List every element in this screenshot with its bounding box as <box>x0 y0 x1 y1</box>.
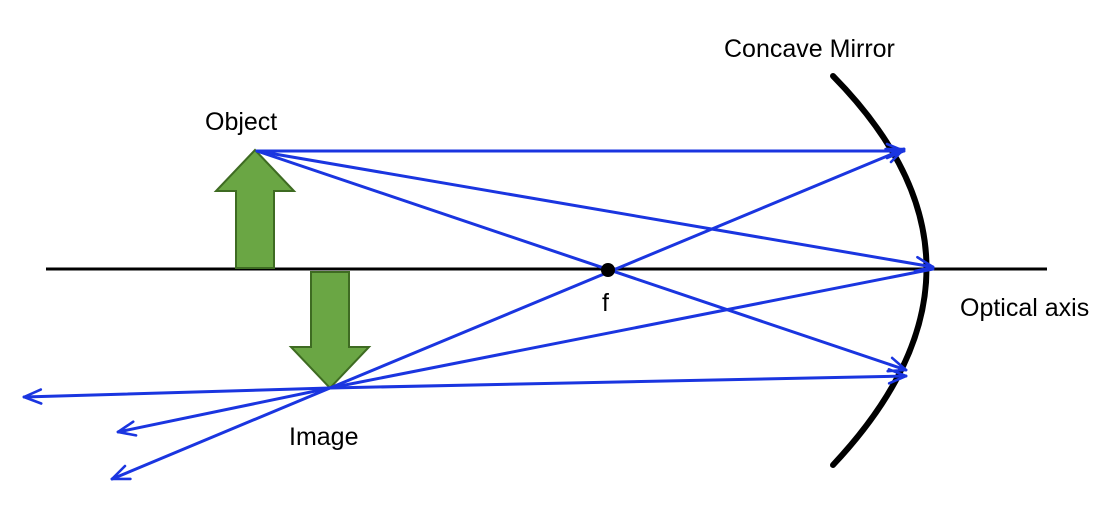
ray-vertex-reflected <box>328 267 935 390</box>
image-arrow <box>288 271 372 390</box>
ray-through-focus-incident <box>255 149 908 370</box>
ray-continuation-2 <box>116 386 332 432</box>
ray-to-vertex-incident <box>255 149 935 267</box>
image-label: Image <box>289 423 358 451</box>
ray-parallel-reflected <box>328 376 908 390</box>
object-arrow <box>213 148 297 269</box>
focal-point-label: f <box>602 289 609 317</box>
focal-point-dot <box>601 263 615 277</box>
ray-continuation-3 <box>110 386 332 481</box>
object-label: Object <box>205 108 277 136</box>
light-rays <box>22 147 935 481</box>
ray-focus-to-mirror <box>328 147 906 390</box>
ray-continuation-1 <box>22 386 332 397</box>
mirror-label: Concave Mirror <box>724 35 895 63</box>
optical-axis-label: Optical axis <box>960 294 1089 322</box>
